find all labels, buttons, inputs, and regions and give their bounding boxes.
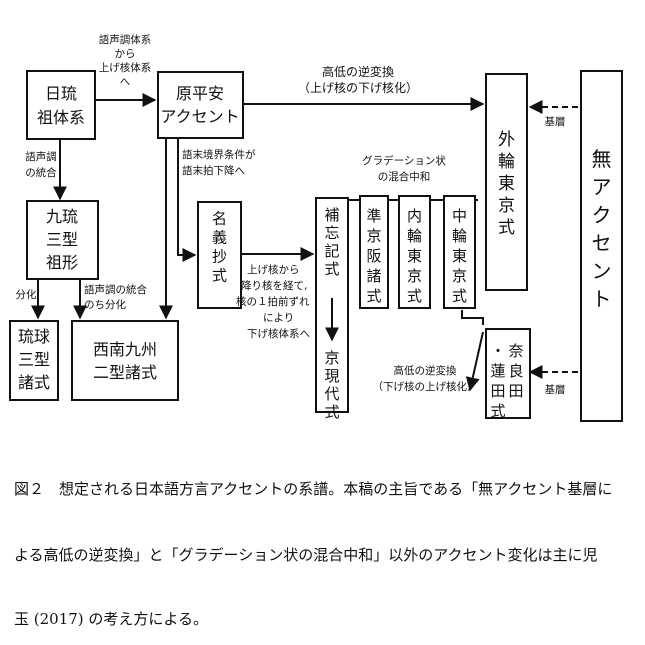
node-kyuryu-line3: 祖形	[46, 253, 78, 272]
label-gradation-1: グラデーション状	[362, 154, 446, 167]
node-naradahasuda-col2: ・蓮田式	[490, 342, 505, 420]
label-tougou-bunka-2: のち分化	[84, 298, 126, 311]
accent-genealogy-diagram: 日琉 祖体系 原平安 アクセント 九琉 三型 祖形 琉球 三型 諸式 西南九州 …	[9, 33, 623, 422]
node-naradahasuda-box	[485, 328, 531, 419]
node-genheian-box	[157, 71, 244, 139]
label-koutei-bottom-2: （下げ核の上げ核化）	[373, 380, 478, 393]
label-goseichou-tougou-1: 語声調	[25, 150, 57, 163]
node-ryukyu-line3: 諸式	[18, 373, 50, 392]
node-nichiryu-line1: 日琉	[45, 84, 77, 103]
label-goseichou-kara-3: 上げ核体系	[99, 61, 152, 74]
label-agekaku-5: 下げ核体系へ	[247, 327, 310, 340]
node-nichiryu-box	[26, 70, 96, 140]
node-muakusento-box	[580, 70, 623, 422]
node-kyuryu-line2: 三型	[46, 230, 78, 249]
node-junkeihan-box	[359, 195, 389, 309]
node-kyuryu-line1: 九琉	[46, 207, 78, 226]
node-nairin-box	[398, 195, 431, 309]
node-muakusento-text: 無アクセント	[592, 147, 612, 311]
node-churin-box	[443, 195, 476, 309]
node-kyuryu-box	[26, 200, 99, 280]
label-koutei-top-2: （上げ核の下げ核化）	[298, 81, 418, 95]
edge-naradahasuda-link	[465, 331, 484, 392]
label-koutei-top-1: 高低の逆変換	[322, 64, 394, 79]
edge-churin-naradahasuda	[461, 310, 484, 325]
node-gairin-text: 外輪東京式	[498, 130, 515, 238]
node-ryukyu-line2: 三型	[18, 350, 50, 369]
node-ryukyu-line1: 琉球	[18, 327, 50, 346]
label-gomatsu-2: 語末拍下降へ	[182, 164, 245, 177]
node-kyogendai-text: 京現代式	[324, 349, 339, 421]
label-agekaku-2: 降り核を経て,	[241, 279, 307, 292]
node-seinan-box	[71, 320, 179, 401]
label-koutei-bottom-1: 高低の逆変換	[394, 364, 457, 377]
node-nichiryu-line2: 祖体系	[37, 108, 85, 127]
label-kisou-top: 基層	[545, 115, 566, 128]
node-genheian-line1: 原平安	[176, 84, 224, 103]
label-tougou-bunka-1: 語声調の統合	[84, 283, 147, 296]
label-gradation-2: の混合中和	[378, 170, 431, 183]
label-agekaku-3: 核の１拍前ずれ	[236, 295, 310, 308]
label-goseichou-kara-4: へ	[120, 76, 131, 88]
label-goseichou-kara-1: 語声調体系	[99, 33, 152, 46]
label-goseichou-tougou-2: の統合	[25, 166, 57, 179]
label-gomatsu-1: 語末境界条件が	[182, 148, 256, 161]
caption-line-2: よる高低の逆変換」と「グラデーション状の混合中和」以外のアクセント変化は主に児	[14, 546, 598, 564]
caption-line-1: 図２ 想定される日本語方言アクセントの系譜。本稿の主旨である「無アクセント基層に	[14, 480, 613, 498]
label-agekaku-4: により	[263, 312, 294, 324]
node-junkeihan-text: 準京阪諸式	[366, 207, 381, 305]
node-seinan-line1: 西南九州	[93, 340, 157, 359]
label-kisou-bottom: 基層	[545, 383, 566, 396]
edge-genheian-myogisho	[177, 138, 197, 262]
label-goseichou-kara-2: から	[115, 48, 136, 60]
node-myogisho-box	[197, 201, 242, 309]
node-hobokishiki-text: 補忘記式	[324, 206, 339, 278]
node-naradahasuda-col1: 奈良田	[508, 342, 523, 400]
node-seinan-line2: 二型諸式	[93, 363, 157, 382]
label-agekaku-1: 上げ核から	[247, 263, 300, 276]
label-bunka: 分化	[16, 288, 37, 301]
caption-line-3: 玉 (2017) の考え方による。	[14, 610, 208, 628]
node-myogisho-text: 名義抄式	[212, 210, 227, 285]
node-churin-text: 中輪東京式	[452, 207, 467, 305]
node-genheian-line2: アクセント	[160, 107, 239, 126]
node-gairin-box	[485, 73, 528, 291]
node-nairin-text: 内輪東京式	[407, 207, 422, 305]
node-ryukyu-box	[9, 320, 59, 401]
